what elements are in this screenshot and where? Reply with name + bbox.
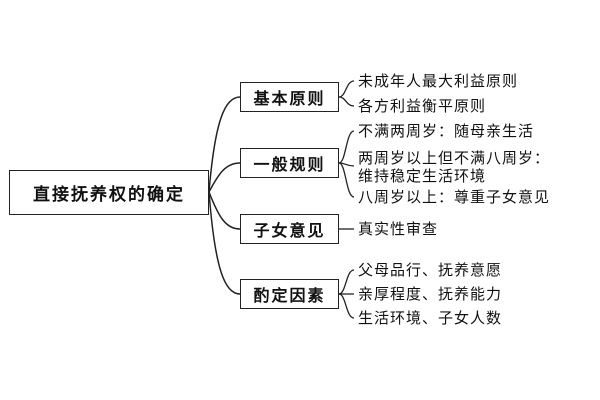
connector-root-branch-3 (208, 191, 241, 230)
connector-b2-l1 (338, 130, 355, 164)
leaf-general-4: 八周岁以上：尊重子女意见 (358, 188, 551, 206)
branch-basic-principles: 基本原则 (240, 82, 339, 112)
root-node: 直接抚养权的确定 (9, 170, 209, 215)
leaf-opinion-1: 真实性审查 (358, 220, 439, 238)
leaf-general-1: 不满两周岁：随母亲生活 (358, 122, 535, 140)
leaf-basic-2: 各方利益衡平原则 (358, 97, 487, 115)
leaf-basic-1: 未成年人最大利益原则 (358, 72, 519, 90)
leaf-factor-3: 生活环境、子女人数 (358, 309, 503, 327)
connector-root-branch-1 (208, 96, 241, 193)
connector-root-branch-4 (208, 191, 241, 295)
leaf-factor-1: 父母品行、抚养意愿 (358, 261, 503, 279)
branch-child-opinion: 子女意见 (240, 214, 339, 244)
leaf-general-3: 维持稳定生活环境 (358, 167, 487, 185)
connector-b2-l3 (338, 162, 355, 198)
leaf-factor-2: 亲厚程度、抚养能力 (358, 285, 503, 303)
connector-root-branch-2 (208, 162, 241, 193)
leaf-general-2: 两周岁以上但不满八周岁： (358, 149, 551, 167)
branch-discretionary-factors: 酌定因素 (240, 279, 339, 309)
connector-b4-l3 (338, 293, 355, 319)
connector-b1-l1 (338, 80, 355, 98)
branch-general-rules: 一般规则 (240, 148, 339, 178)
connector-b4-l1 (338, 269, 355, 295)
connector-b1-l2 (338, 96, 355, 107)
